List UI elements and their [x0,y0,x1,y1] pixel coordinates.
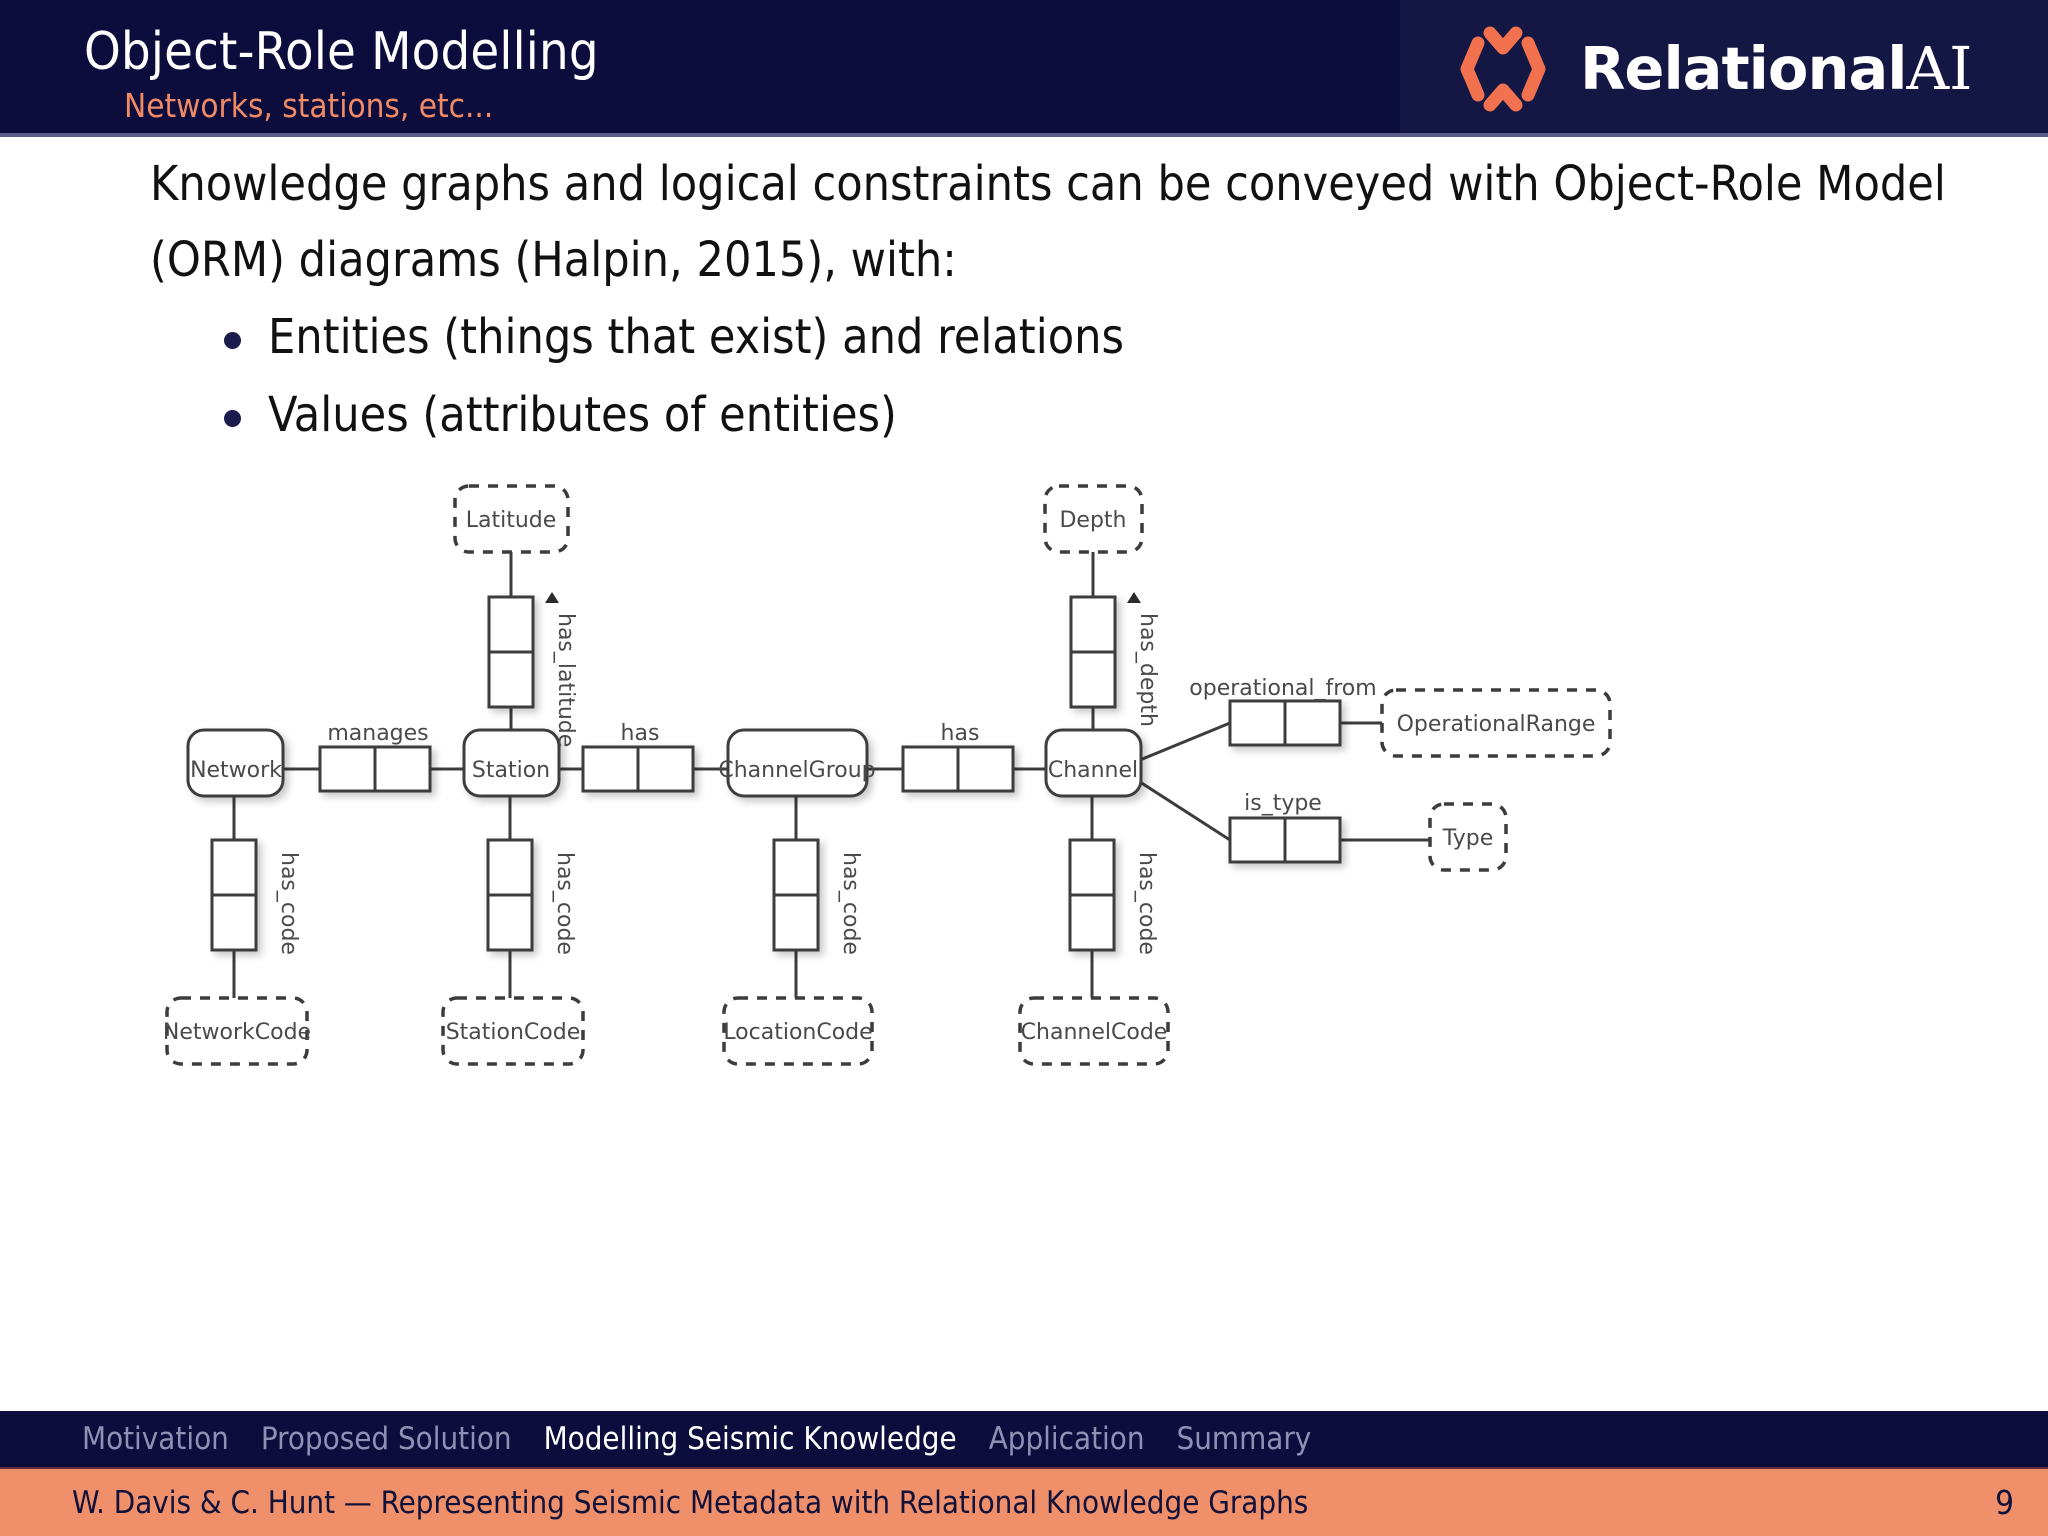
role-box-network-has-code [210,838,258,952]
role-box-station-has-code [486,838,534,952]
entity-label-network: Network [190,758,282,783]
page-number: 9 [1995,1483,2014,1522]
value-label-stationcode: StationCode [446,1020,581,1045]
role-box-group-has-code [772,838,820,952]
bullet-dot-icon [224,410,241,427]
chevron-x-icon [1460,26,1546,111]
footer-citation: W. Davis & C. Hunt — Representing Seismi… [72,1484,1309,1521]
role-label-network-has-code: has_code [276,852,301,955]
bullet-list: Entities (things that exist) and relatio… [150,298,1950,454]
role-label-channelgroup-has: has [941,721,980,746]
value-label-operationalrange: OperationalRange [1397,712,1596,737]
value-label-networkcode: NetworkCode [163,1020,311,1045]
value-label-depth: Depth [1059,508,1126,533]
value-label-channelcode: ChannelCode [1021,1020,1168,1045]
role-box-has-latitude [487,595,535,709]
brand-name-bold: Relational [1580,34,1907,103]
slide-footer: W. Davis & C. Hunt — Representing Seismi… [0,1467,2048,1536]
nav-item-summary[interactable]: Summary [1176,1421,1312,1457]
entity-label-station: Station [472,758,550,783]
role-label-has-latitude: has_latitude [553,613,578,747]
bullet-dot-icon [224,332,241,349]
role-label-channel-has-code: has_code [1134,852,1159,955]
role-box-station-has [581,745,695,793]
value-label-type: Type [1442,826,1494,851]
value-depth[interactable] [1043,484,1144,554]
role-label-is-type: is_type [1244,791,1322,816]
role-label-manages: manages [327,721,428,746]
role-label-station-has: has [621,721,660,746]
entity-label-channelgroup: ChannelGroup [718,758,875,783]
slide-body: Knowledge graphs and logical constraints… [150,146,1950,454]
role-box-operational-from [1228,699,1342,747]
list-item: Values (attributes of entities) [208,376,1950,454]
arrow-up-icon [1127,592,1141,603]
role-box-manages [318,745,432,793]
role-label-has-depth: has_depth [1135,613,1160,727]
entity-network[interactable] [186,728,285,798]
value-networkcode[interactable] [165,996,309,1066]
brand-logo: RelationalAI [1400,0,2048,137]
value-locationcode[interactable] [722,996,874,1066]
brand-name-light: AI [1906,34,1973,103]
entity-channel[interactable] [1044,728,1143,798]
role-box-has-depth [1069,595,1117,709]
page-title: Object-Role Modelling [84,22,599,82]
value-type[interactable] [1428,802,1508,872]
nav-item-proposed-solution[interactable]: Proposed Solution [260,1421,512,1457]
role-label-group-has-code: has_code [838,852,863,955]
slide-header: Object-Role Modelling Networks, stations… [0,0,2048,137]
role-box-channel-has-code [1068,838,1116,952]
entity-channelgroup[interactable] [726,728,869,798]
value-latitude[interactable] [453,484,570,554]
role-box-is-type [1228,816,1342,864]
nav-item-modelling-seismic-knowledge[interactable]: Modelling Seismic Knowledge [543,1421,957,1457]
role-label-station-has-code: has_code [552,852,577,955]
bullet-text: Entities (things that exist) and relatio… [268,309,1125,365]
nav-item-motivation[interactable]: Motivation [82,1421,229,1457]
value-channelcode[interactable] [1018,996,1170,1066]
orm-diagram: Network Station ChannelGroup Channel Lat… [0,430,2048,1430]
role-label-operational-from: operational_from [1189,676,1376,701]
brand-wordmark: RelationalAI [1580,39,1972,98]
arrow-up-icon [545,592,559,603]
value-label-locationcode: LocationCode [723,1020,872,1045]
nav-item-application[interactable]: Application [988,1421,1145,1457]
list-item: Entities (things that exist) and relatio… [208,298,1950,376]
role-box-channelgroup-has [901,745,1015,793]
value-stationcode[interactable] [441,996,585,1066]
section-nav: Motivation Proposed Solution Modelling S… [0,1411,2048,1467]
bullet-text: Values (attributes of entities) [268,387,897,443]
entity-label-channel: Channel [1048,758,1138,783]
header-divider [0,133,2048,137]
page-subtitle: Networks, stations, etc... [124,86,494,125]
intro-paragraph: Knowledge graphs and logical constraints… [150,156,1960,288]
value-operationalrange[interactable] [1380,688,1612,758]
entity-station[interactable] [462,728,561,798]
value-label-latitude: Latitude [466,508,557,533]
